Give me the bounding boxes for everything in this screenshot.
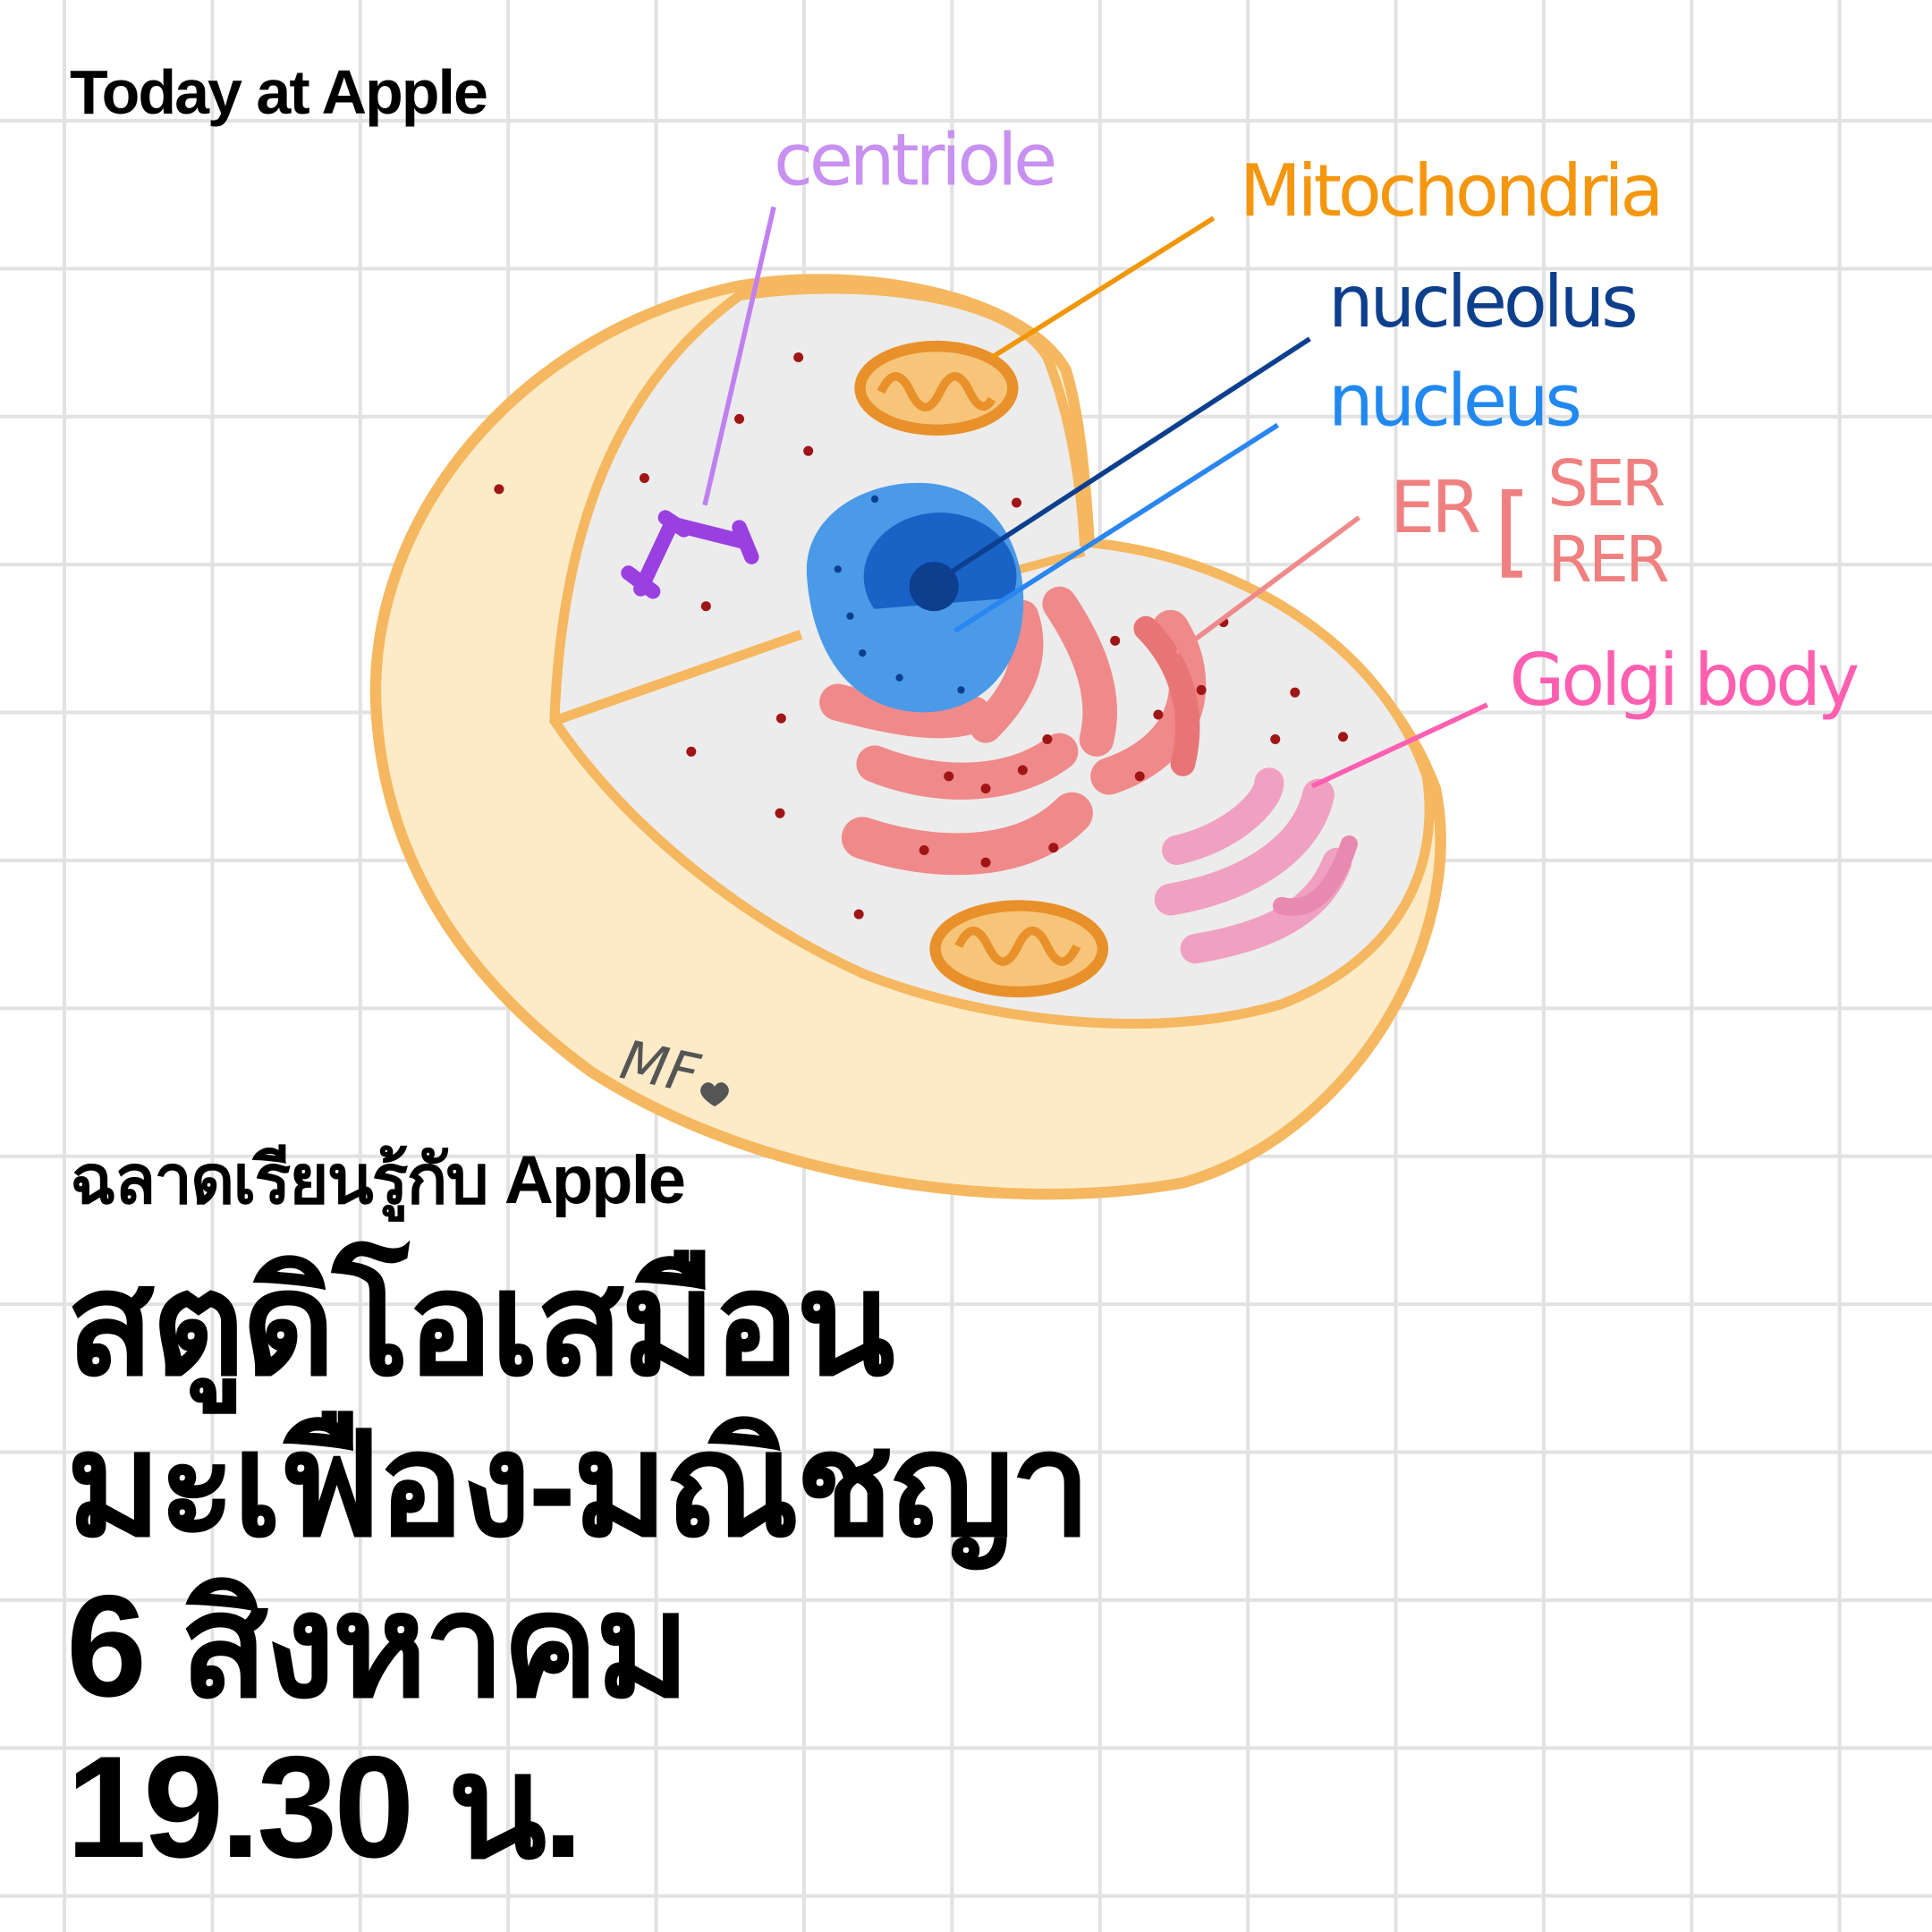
label-rer: RER — [1547, 522, 1668, 597]
heart-icon — [700, 1082, 729, 1107]
event-title-line1: สตูดิโอเสมือน — [66, 1243, 895, 1405]
er-dots — [919, 635, 1207, 868]
mitochondrion — [929, 900, 1109, 998]
label-nucleus: nucleus — [1328, 359, 1579, 442]
label-ser: SER — [1547, 446, 1664, 521]
nucleus-leader-line — [953, 422, 1280, 633]
cut-edge — [553, 630, 803, 726]
event-title-line2: มะเฟือง-มณิชญา — [66, 1404, 1091, 1566]
label-golgi-body: Golgi body — [1510, 639, 1858, 722]
label-er-bracket: [ — [1494, 473, 1529, 588]
label-nucleolus: nucleolus — [1328, 260, 1635, 343]
golgi-leader-line — [1310, 702, 1488, 789]
ribosome-dots — [494, 352, 1349, 919]
brand-title: Today at Apple — [70, 57, 488, 127]
nucleolus-leader-line — [935, 336, 1311, 584]
golgi-body — [1154, 767, 1359, 964]
endoplasmic-reticulum — [819, 586, 1207, 876]
mitochondria-leader-line — [990, 216, 1216, 360]
centriole-leader-line — [702, 206, 776, 506]
event-series: ฉลาดเรียนรู้กับ Apple — [70, 1142, 686, 1218]
label-mitochondria: Mitochondria — [1240, 149, 1660, 233]
label-er: ER — [1390, 466, 1479, 549]
label-centriole: centriole — [774, 119, 1054, 202]
er-leader-line — [1174, 515, 1361, 656]
event-time: 19.30 น. — [66, 1726, 583, 1888]
centriole — [621, 510, 759, 599]
mitochondrion — [854, 340, 1019, 436]
event-date: 6 สิงหาคม — [66, 1565, 691, 1727]
